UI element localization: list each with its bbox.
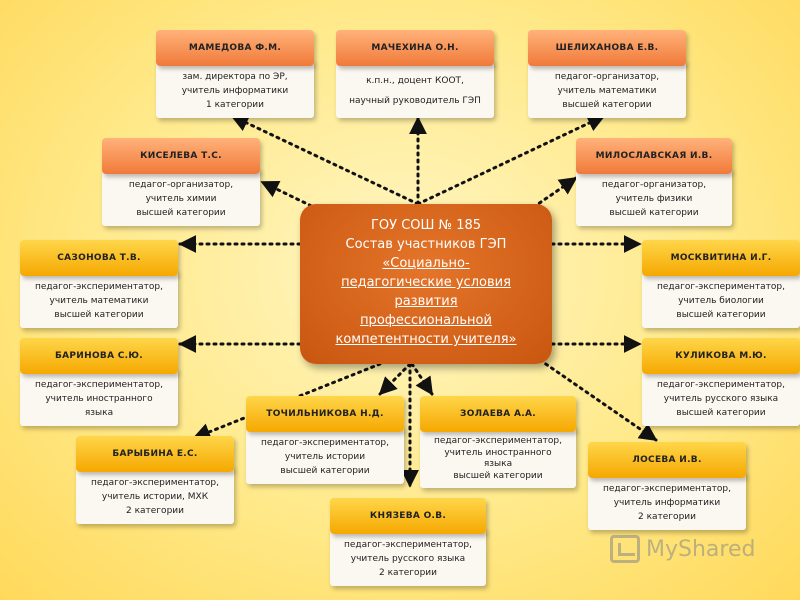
card-tochilnikova: ТОЧИЛЬНИКОВА Н.Д. педагог-экспериментато…: [246, 396, 404, 484]
card-loseva: ЛОСЕВА И.В. педагог-экспериментатор, учи…: [588, 442, 746, 530]
card-line: учитель русского языка: [350, 554, 466, 564]
card-details: педагог-организатор, учитель химии высше…: [102, 168, 260, 226]
card-name: КНЯЗЕВА О.В.: [330, 498, 486, 534]
center-school: ГОУ СОШ № 185: [370, 218, 482, 233]
card-name: БАРЫБИНА Е.С.: [76, 436, 234, 472]
card-mamedova: МАМЕДОВА Ф.М. зам. директора по ЭР, учит…: [156, 30, 314, 118]
card-name: МИЛОСЛАВСКАЯ И.В.: [576, 138, 732, 174]
card-kiseleva: КИСЕЛЕВА Т.С. педагог-организатор, учите…: [102, 138, 260, 226]
card-details: педагог-экспериментатор, учитель иностра…: [420, 426, 576, 488]
card-details: педагог-экспериментатор, учитель истории…: [246, 426, 404, 484]
arrow-to-tochilnikova: [378, 362, 412, 396]
card-barybina: БАРЫБИНА Е.С. педагог-экспериментатор, у…: [76, 436, 234, 524]
center-topic-line: компетентности учителя»: [335, 332, 517, 347]
card-line: высшей категории: [453, 470, 543, 481]
card-line: высшей категории: [609, 208, 699, 218]
card-line: учитель математики: [49, 296, 149, 306]
center-topic-line: развития: [394, 294, 458, 309]
arrow-to-zolaeva: [410, 362, 434, 396]
card-line: педагог-экспериментатор,: [35, 282, 163, 292]
card-line: высшей категории: [676, 408, 766, 418]
card-line: 2 категории: [126, 506, 184, 516]
card-line: педагог-организатор,: [128, 180, 234, 190]
card-name: МАМЕДОВА Ф.М.: [156, 30, 314, 66]
card-line: учитель математики: [557, 86, 657, 96]
card-details: педагог-экспериментатор, учитель информа…: [588, 472, 746, 530]
card-line: 2 категории: [638, 512, 696, 522]
card-miloslavskaya: МИЛОСЛАВСКАЯ И.В. педагог-организатор, у…: [576, 138, 732, 226]
card-zolaeva: ЗОЛАЕВА А.А. педагог-экспериментатор, уч…: [420, 396, 576, 488]
card-name: МАЧЕХИНА О.Н.: [336, 30, 494, 66]
center-topic-line: педагогические условия: [341, 275, 511, 290]
card-line: учитель биологии: [678, 296, 764, 306]
card-machekhina: МАЧЕХИНА О.Н. к.п.н., доцент КООТ, научн…: [336, 30, 494, 118]
card-line: высшей категории: [562, 100, 652, 110]
card-name: ШЕЛИХАНОВА Е.В.: [528, 30, 686, 66]
card-line: педагог-экспериментатор,: [657, 282, 785, 292]
card-line: к.п.н., доцент КООТ,: [366, 76, 464, 86]
card-line: учитель истории, МХК: [101, 492, 209, 502]
card-details: педагог-организатор, учитель математики …: [528, 60, 686, 118]
card-line: 1 категории: [206, 100, 264, 110]
card-name: САЗОНОВА Т.В.: [20, 240, 178, 276]
card-name: МОСКВИТИНА И.Г.: [642, 240, 800, 276]
center-topic-line: профессиональной: [360, 313, 492, 328]
card-line: 2 категории: [379, 568, 437, 578]
card-line: педагог-экспериментатор,: [434, 436, 562, 446]
center-subtitle: Состав участников ГЭП: [345, 237, 507, 252]
card-line: научный руководитель ГЭП: [349, 96, 481, 106]
card-line: педагог-организатор,: [601, 180, 707, 190]
card-details: педагог-экспериментатор, учитель биологи…: [642, 270, 800, 328]
card-line: учитель информатики: [181, 86, 289, 96]
card-details: педагог-экспериментатор, учитель математ…: [20, 270, 178, 328]
card-shelikhanova: ШЕЛИХАНОВА Е.В. педагог-организатор, учи…: [528, 30, 686, 118]
card-line: зам. директора по ЭР,: [182, 72, 288, 82]
chart-icon: [610, 535, 640, 563]
card-details: педагог-экспериментатор, учитель иностра…: [20, 368, 178, 426]
card-details: зам. директора по ЭР, учитель информатик…: [156, 60, 314, 118]
card-line: языка: [483, 459, 513, 469]
card-name: БАРИНОВА С.Ю.: [20, 338, 178, 374]
card-line: педагог-экспериментатор,: [657, 380, 785, 390]
card-line: учитель русского языка: [663, 394, 779, 404]
card-line: педагог-организатор,: [554, 72, 660, 82]
card-kulikova: КУЛИКОВА М.Ю. педагог-экспериментатор, у…: [642, 338, 800, 426]
card-details: педагог-экспериментатор, учитель русског…: [642, 368, 800, 426]
center-topic-line: «Социально-: [382, 256, 470, 271]
card-line: учитель истории: [284, 452, 366, 462]
card-line: высшей категории: [136, 208, 226, 218]
card-line: высшей категории: [54, 310, 144, 320]
card-details: педагог-экспериментатор, учитель русског…: [330, 528, 486, 586]
center-title-box: ГОУ СОШ № 185 Состав участников ГЭП «Соц…: [300, 204, 552, 364]
watermark-text: MyShared: [646, 536, 756, 562]
card-details: педагог-экспериментатор, учитель истории…: [76, 466, 234, 524]
card-line: учитель физики: [615, 194, 693, 204]
card-barinova: БАРИНОВА С.Ю. педагог-экспериментатор, у…: [20, 338, 178, 426]
card-name: КУЛИКОВА М.Ю.: [642, 338, 800, 374]
card-line: учитель иностранного: [45, 394, 153, 404]
card-line: учитель химии: [145, 194, 217, 204]
card-details: педагог-организатор, учитель физики высш…: [576, 168, 732, 226]
card-name: ЗОЛАЕВА А.А.: [420, 396, 576, 432]
card-name: КИСЕЛЕВА Т.С.: [102, 138, 260, 174]
card-sazonova: САЗОНОВА Т.В. педагог-экспериментатор, у…: [20, 240, 178, 328]
card-line: языка: [84, 408, 114, 418]
card-line: педагог-экспериментатор,: [603, 484, 731, 494]
card-line: педагог-экспериментатор,: [261, 438, 389, 448]
card-details: к.п.н., доцент КООТ, научный руководител…: [336, 60, 494, 118]
card-line: высшей категории: [280, 466, 370, 476]
card-knyazeva: КНЯЗЕВА О.В. педагог-экспериментатор, уч…: [330, 498, 486, 586]
card-line: учитель иностранного: [444, 447, 552, 458]
card-line: педагог-экспериментатор,: [91, 478, 219, 488]
watermark-logo: MyShared: [610, 535, 755, 563]
card-moskvitina: МОСКВИТИНА И.Г. педагог-экспериментатор,…: [642, 240, 800, 328]
card-line: учитель информатики: [613, 498, 721, 508]
card-line: педагог-экспериментатор,: [35, 380, 163, 390]
card-line: высшей категории: [676, 310, 766, 320]
card-name: ЛОСЕВА И.В.: [588, 442, 746, 478]
card-name: ТОЧИЛЬНИКОВА Н.Д.: [246, 396, 404, 432]
card-line: педагог-экспериментатор,: [344, 540, 472, 550]
